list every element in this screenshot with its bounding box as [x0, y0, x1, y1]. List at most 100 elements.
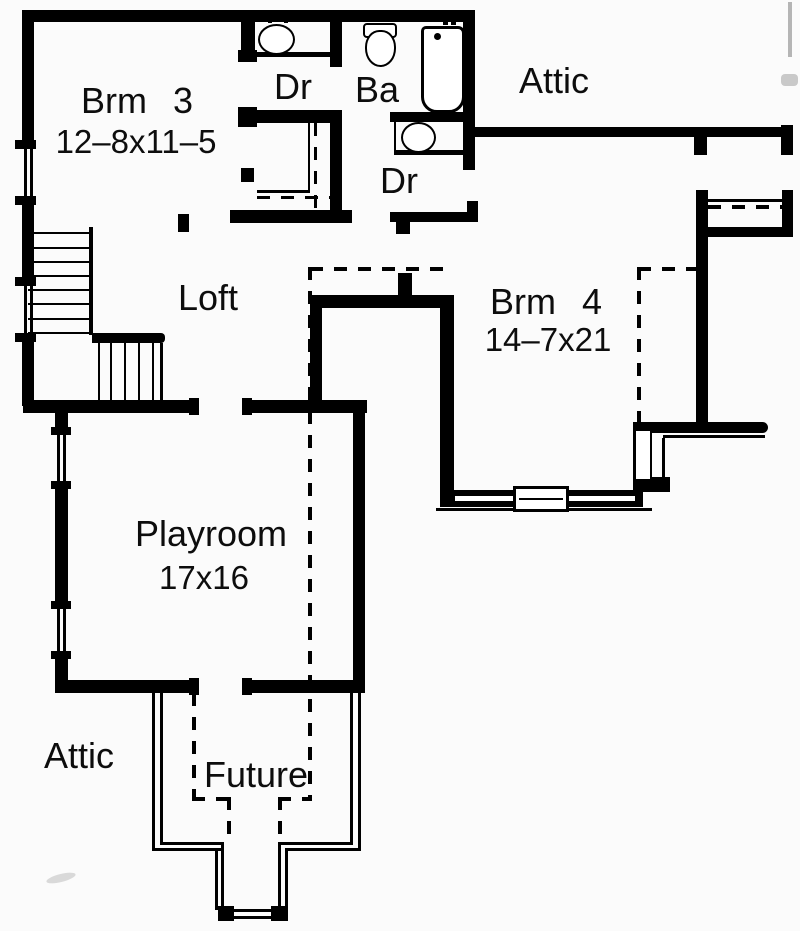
- wall-stub: [396, 212, 410, 234]
- tub-handle-icon: [443, 21, 448, 25]
- door-jamb: [242, 398, 252, 415]
- vanity-counter-edge: [253, 52, 331, 57]
- dashed-line: [637, 267, 641, 423]
- door-jamb: [241, 168, 254, 182]
- window: [30, 282, 33, 338]
- wall-playroom-south: [57, 680, 197, 693]
- dashed-line: [192, 797, 234, 801]
- door-threshold: [233, 916, 272, 919]
- stair-tread: [28, 247, 92, 249]
- wall-playroom-west: [55, 483, 68, 607]
- closet-shelf-line: [257, 190, 310, 193]
- wall-stairwell-north: [310, 295, 453, 308]
- niche-line: [708, 199, 783, 202]
- door-threshold: [233, 909, 272, 912]
- stair-railing: [92, 333, 165, 343]
- window-jamb: [15, 140, 36, 149]
- faucet-icon: [268, 19, 272, 23]
- stair-stringer: [89, 227, 93, 335]
- wall-niche-east: [782, 190, 793, 237]
- room-label-brm4: Brm 4: [489, 281, 603, 322]
- stair-tread: [28, 289, 92, 291]
- door-jamb: [189, 678, 199, 695]
- future-wall: [160, 693, 163, 845]
- wall-brm4-west: [440, 295, 454, 507]
- window-jamb: [15, 196, 36, 205]
- stair-tread: [124, 343, 126, 400]
- future-wall: [358, 693, 361, 851]
- room-dims-brm3: 12–8x11–5: [55, 123, 217, 160]
- window: [57, 433, 60, 483]
- window-mullion: [519, 498, 563, 500]
- dashed-line: [278, 797, 282, 842]
- stair-tread: [28, 275, 92, 277]
- stair-tread: [138, 343, 140, 400]
- room-dims-brm4: 14–7x21: [484, 321, 612, 358]
- window-jamb: [51, 427, 71, 435]
- window: [63, 607, 66, 653]
- dashed-line: [192, 693, 196, 801]
- dashed-line: [308, 267, 312, 800]
- wall-playroom-south: [243, 680, 357, 693]
- room-label-attic-top: Attic: [518, 60, 590, 101]
- wall-playroom-east: [353, 413, 365, 693]
- scan-artifact: [781, 74, 798, 86]
- wall-brm4-east: [696, 190, 708, 427]
- wall-stub: [467, 201, 478, 222]
- stair-tread: [28, 332, 92, 334]
- stair-tread: [28, 232, 92, 234]
- wall-west-exterior: [22, 197, 34, 282]
- closet-rod-dashed: [314, 123, 317, 213]
- dashed-line: [310, 267, 445, 271]
- future-wall: [152, 848, 221, 851]
- wall-brm3-east: [241, 13, 254, 62]
- closet-shelf-line: [308, 123, 310, 192]
- door-jamb: [242, 678, 252, 695]
- window-jamb: [15, 277, 36, 286]
- stair-tread: [28, 261, 92, 263]
- room-label-attic-bottom: Attic: [43, 735, 115, 776]
- window: [634, 429, 652, 481]
- window: [63, 433, 66, 483]
- door-jamb: [271, 906, 288, 921]
- wall-loft-south: [243, 400, 367, 413]
- wall-west-exterior: [22, 10, 34, 147]
- future-wall: [285, 848, 288, 910]
- sink-icon: [258, 24, 295, 55]
- wall-west-exterior: [22, 338, 34, 406]
- dashed-line: [227, 797, 231, 842]
- room-label-playroom: Playroom: [134, 513, 288, 554]
- tub-faucet-icon: [434, 33, 441, 40]
- scan-artifact: [788, 2, 792, 57]
- future-wall: [160, 842, 224, 845]
- closet-rod-dashed: [257, 196, 333, 199]
- wall-loft-south: [23, 400, 197, 413]
- window: [57, 607, 60, 653]
- wall-closet-east: [330, 110, 342, 223]
- faucet-icon: [427, 117, 431, 121]
- dashed-line: [638, 267, 702, 271]
- toilet-icon: [365, 30, 396, 67]
- stair-tread: [110, 343, 112, 400]
- future-wall: [285, 848, 361, 851]
- dashed-line: [278, 797, 312, 801]
- window-jamb: [51, 481, 71, 489]
- faucet-icon: [284, 19, 288, 23]
- door-jamb: [178, 214, 189, 232]
- stair-tread: [28, 318, 92, 320]
- wall-attic-corridor: [463, 127, 793, 137]
- trim-line: [663, 435, 765, 438]
- bathtub-icon: [421, 26, 465, 113]
- faucet-icon: [411, 117, 415, 121]
- future-wall: [152, 693, 155, 851]
- stair-tread: [28, 303, 92, 305]
- door-jamb: [189, 398, 199, 415]
- wall-stub: [398, 273, 412, 295]
- wall-dr-ba-divider: [330, 10, 342, 67]
- stair-edge: [98, 343, 100, 400]
- dashed-line: [708, 205, 783, 209]
- window-jamb: [51, 601, 71, 609]
- vanity-counter-edge: [253, 22, 255, 55]
